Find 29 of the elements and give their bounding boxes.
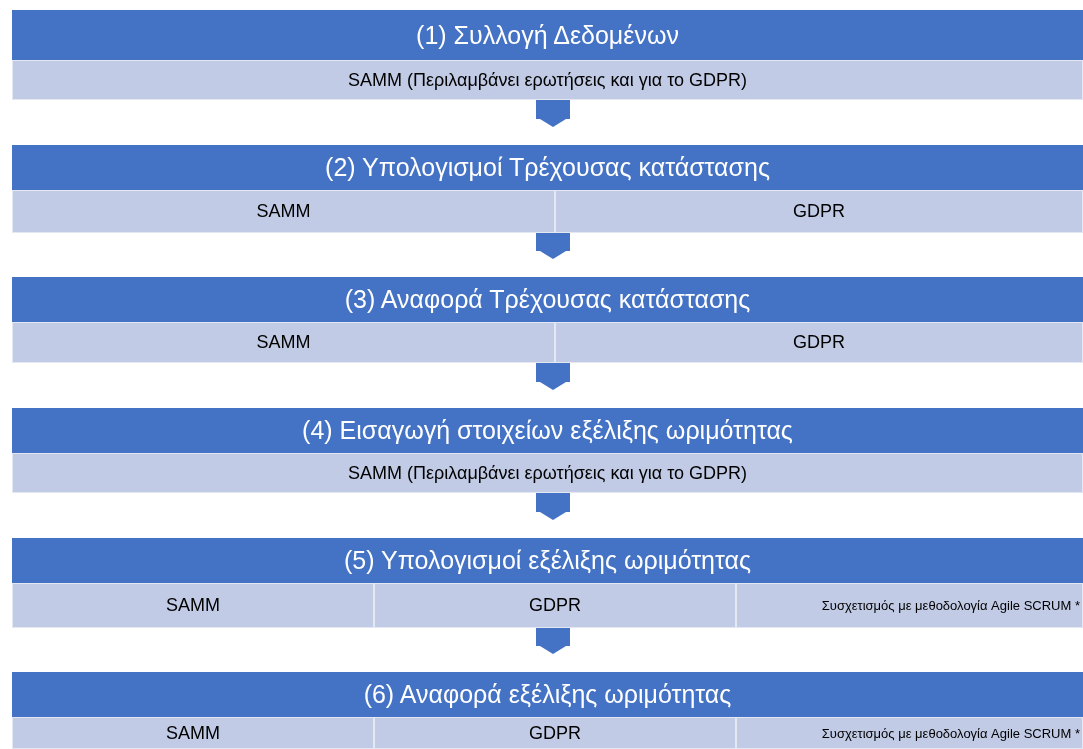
block-arrow [536,363,570,391]
stage-panel [12,538,1083,628]
table-cell: Συσχετισμός με μεθοδολογία Agile SCRUM * [736,583,1083,628]
stage-panel [12,145,1083,233]
table-cell: SAMM [12,322,555,363]
stage-title: (2) Υπολογισμοί Τρέχουσας κατάστασης [324,152,771,183]
block-arrow [536,233,570,260]
table-cell: SAMM [12,717,374,749]
stage-title: (6) Αναφορά εξέλιξης ωριμότητας [362,679,733,710]
stage-panel [12,10,1083,100]
stage-panel [12,672,1083,749]
table-cell: SAMM [12,583,374,628]
stage-panel [12,408,1083,493]
block-arrow [536,100,570,128]
table-cell: GDPR [374,583,736,628]
block-arrow [536,628,570,655]
stage-title: (5) Υπολογισμοί εξέλιξης ωριμότητας [342,545,752,576]
stage-title: (3) Αναφορά Τρέχουσας κατάστασης [343,284,752,315]
table-cell: SAMM (Περιλαμβάνει ερωτήσεις και για το GDPR) [12,60,1083,100]
table-cell: GDPR [555,190,1083,233]
table-cell: Συσχετισμός με μεθοδολογία Agile SCRUM * [736,717,1083,749]
block-arrow [536,493,570,521]
table-cell: GDPR [555,322,1083,363]
table-cell: SAMM [12,190,555,233]
stage-title: (1) Συλλογή Δεδομένων [415,19,680,51]
table-cell: SAMM (Περιλαμβάνει ερωτήσεις και για το GDPR) [12,453,1083,493]
table-cell: GDPR [374,717,736,749]
stage-title: (4) Εισαγωγή στοιχείων εξέλιξης ωριμότητας [301,415,794,446]
stage-panel [12,277,1083,363]
